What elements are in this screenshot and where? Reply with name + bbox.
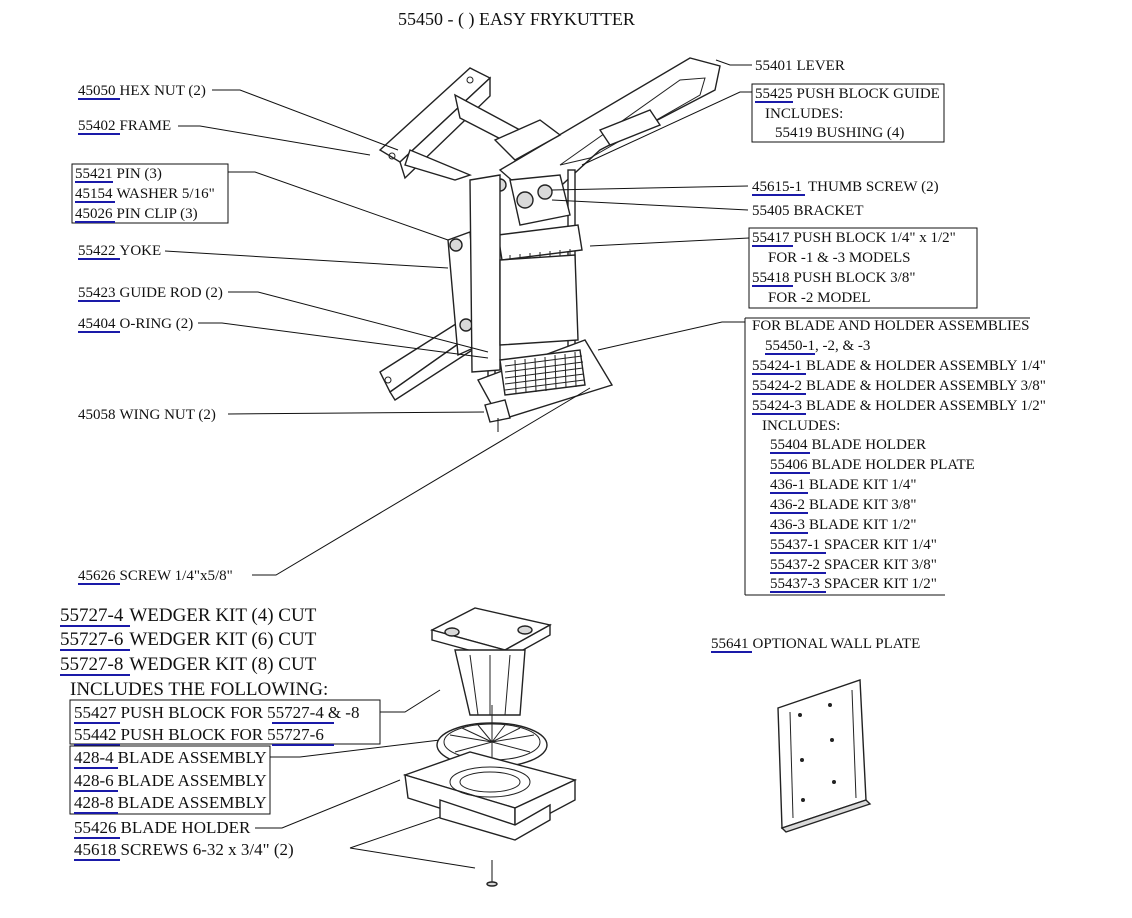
blade-models-callout: 55450-1, -2, & -3	[765, 338, 870, 354]
diagram-title: 55450 - ( ) EASY FRYKUTTER	[398, 9, 635, 30]
blade-holder-includes: INCLUDES:	[762, 418, 840, 434]
push-block-guide-includes: INCLUDES:	[765, 106, 843, 122]
push-block-38-note: FOR -2 MODEL	[768, 290, 871, 306]
push-block-14-note: FOR -1 & -3 MODELS	[768, 250, 911, 266]
wall-plate-drawing	[777, 679, 872, 833]
frykutter-drawing	[378, 57, 721, 432]
wedger-includes: INCLUDES THE FOLLOWING:	[70, 679, 328, 700]
wedger-drawing	[402, 607, 578, 887]
blade-header: FOR BLADE AND HOLDER ASSEMBLIES	[752, 318, 1030, 334]
